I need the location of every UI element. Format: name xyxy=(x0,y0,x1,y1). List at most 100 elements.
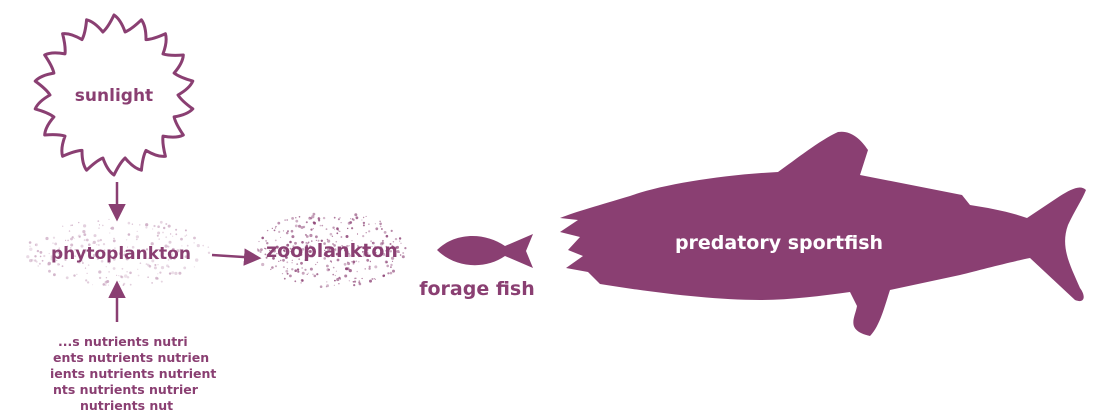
speckle-dot xyxy=(194,266,195,267)
speckle-dot xyxy=(327,268,330,271)
speckle-dot xyxy=(295,225,298,228)
speckle-dot xyxy=(171,271,174,274)
speckle-dot xyxy=(105,284,107,286)
speckle-dot xyxy=(38,265,39,266)
speckle-dot xyxy=(208,246,210,248)
speckle-dot xyxy=(123,284,125,286)
speckle-dot xyxy=(29,248,32,251)
speckle-dot xyxy=(267,230,268,231)
speckle-dot xyxy=(369,280,372,283)
speckle-dot xyxy=(97,220,99,222)
nutrients-line: ents nutrients nutrien xyxy=(53,350,209,365)
speckle-dot xyxy=(283,266,285,268)
speckle-dot xyxy=(347,228,348,229)
speckle-dot xyxy=(287,268,288,269)
speckle-dot xyxy=(83,224,86,227)
speckle-dot xyxy=(261,263,264,266)
speckle-dot xyxy=(257,249,259,251)
speckle-dot xyxy=(386,265,389,268)
nutrients-line: nts nutrients nutrier xyxy=(53,382,199,397)
speckle-dot xyxy=(195,258,198,261)
speckle-dot xyxy=(291,217,294,220)
speckle-dot xyxy=(356,216,359,219)
speckle-dot xyxy=(261,237,264,240)
speckle-dot xyxy=(357,233,358,234)
speckle-dot xyxy=(291,230,294,233)
speckle-dot xyxy=(399,241,400,242)
speckle-dot xyxy=(113,240,116,243)
speckle-dot xyxy=(313,228,314,229)
speckle-dot xyxy=(392,270,395,273)
speckle-dot xyxy=(351,227,353,229)
speckle-dot xyxy=(344,275,347,278)
speckle-dot xyxy=(303,226,305,228)
speckle-dot xyxy=(284,278,286,280)
speckle-dot xyxy=(99,224,100,225)
speckle-dot xyxy=(100,239,102,241)
speckle-dot xyxy=(66,276,69,279)
speckle-dot xyxy=(320,285,323,288)
speckle-dot xyxy=(308,217,311,220)
speckle-dot xyxy=(124,274,127,277)
speckle-dot xyxy=(313,222,316,225)
speckle-dot xyxy=(323,217,325,219)
speckle-dot xyxy=(383,275,385,277)
speckle-dot xyxy=(318,217,321,220)
speckle-dot xyxy=(163,227,165,229)
speckle-dot xyxy=(160,221,163,224)
speckle-dot xyxy=(353,284,355,286)
speckle-dot xyxy=(375,223,376,224)
speckle-dot xyxy=(332,274,334,276)
speckle-dot xyxy=(162,232,164,234)
speckle-dot xyxy=(186,235,187,236)
speckle-dot xyxy=(73,274,75,276)
speckle-dot xyxy=(270,269,271,270)
speckle-dot xyxy=(129,272,132,275)
speckle-dot xyxy=(193,237,196,240)
speckle-dot xyxy=(363,217,364,218)
speckle-dot xyxy=(92,284,93,285)
speckle-dot xyxy=(286,232,289,235)
speckle-dot xyxy=(307,274,308,275)
speckle-dot xyxy=(53,237,55,239)
speckle-dot xyxy=(26,255,29,258)
speckle-dot xyxy=(302,272,305,275)
speckle-dot xyxy=(83,233,86,236)
speckle-dot xyxy=(39,263,41,265)
speckle-dot xyxy=(106,266,107,267)
speckle-dot xyxy=(341,222,342,223)
speckle-dot xyxy=(178,272,181,275)
speckle-dot xyxy=(185,229,187,231)
speckle-dot xyxy=(340,278,341,279)
speckle-dot xyxy=(291,262,292,263)
speckle-dot xyxy=(371,278,373,280)
speckle-dot xyxy=(67,240,69,242)
speckle-dot xyxy=(106,277,107,278)
nutrients-line: ients nutrients nutrient xyxy=(50,366,216,381)
speckle-dot xyxy=(386,235,389,238)
speckle-dot xyxy=(88,264,90,266)
speckle-dot xyxy=(332,227,334,229)
speckle-dot xyxy=(381,228,383,230)
speckle-dot xyxy=(357,271,358,272)
speckle-dot xyxy=(158,238,160,240)
speckle-dot xyxy=(349,221,352,224)
speckle-dot xyxy=(346,235,349,238)
speckle-dot xyxy=(175,233,177,235)
speckle-dot xyxy=(300,282,301,283)
speckle-dot xyxy=(260,248,263,251)
speckle-dot xyxy=(349,280,350,281)
speckle-dot xyxy=(43,255,45,257)
speckle-dot xyxy=(159,272,161,274)
speckle-dot xyxy=(390,264,392,266)
speckle-dot xyxy=(197,244,200,247)
speckle-dot xyxy=(87,273,88,274)
speckle-dot xyxy=(194,242,195,243)
speckle-dot xyxy=(374,265,377,268)
speckle-dot xyxy=(168,225,171,228)
speckle-dot xyxy=(161,266,164,269)
speckle-dot xyxy=(98,270,101,273)
speckle-dot xyxy=(310,268,313,271)
speckle-dot xyxy=(352,218,354,220)
speckle-dot xyxy=(113,267,116,270)
